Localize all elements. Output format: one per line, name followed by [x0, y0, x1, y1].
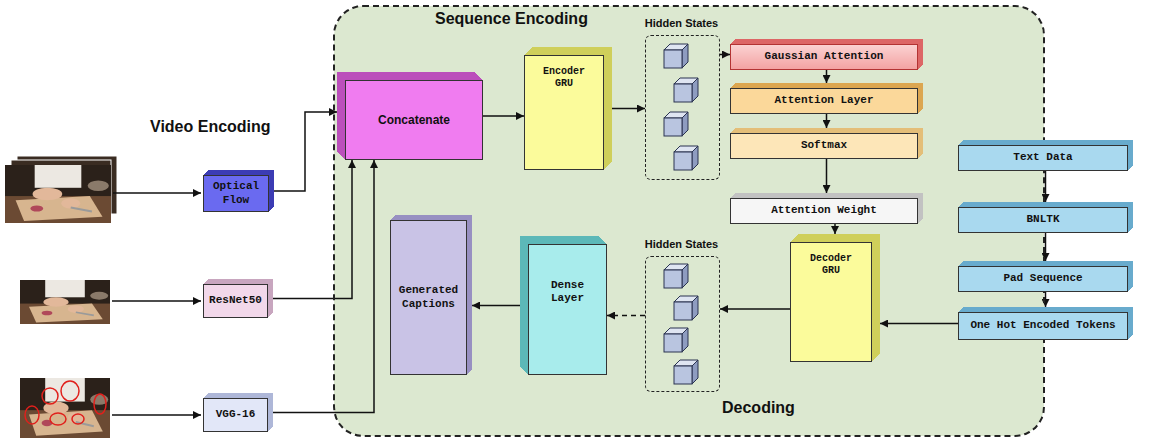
node-label: Gaussian Attention	[765, 50, 884, 63]
process-box: VGG-16	[203, 398, 268, 432]
node-label: Concatenate	[378, 113, 450, 127]
process-box: One Hot Encoded Tokens	[958, 312, 1128, 340]
hidden-state-group: Hidden States	[645, 35, 720, 180]
process-box: Attention Layer	[730, 88, 918, 114]
node-label: Decoder GRU	[800, 253, 862, 277]
arrow-connector	[880, 323, 958, 325]
process-box: Text Data	[958, 145, 1128, 171]
hidden-state-group: Hidden States	[645, 256, 720, 392]
process-box: Concatenate	[345, 80, 483, 160]
region-heading-text: Sequence Encoding	[435, 9, 588, 28]
hidden-state-cubes	[664, 264, 698, 384]
arrow-connector	[472, 305, 520, 307]
process-box: Softmax	[730, 133, 918, 159]
input-arrow	[112, 414, 201, 416]
arrow-connector	[273, 160, 374, 413]
arrow-connector	[274, 112, 337, 191]
arrow-connector	[720, 308, 790, 310]
arrow-connector	[834, 224, 836, 234]
group-heading: Hidden States	[624, 238, 739, 251]
region-heading-text: Decoding	[722, 398, 795, 417]
section-label-text: Video Encoding	[150, 117, 271, 136]
hidden-state-cubes	[664, 44, 698, 170]
process-box: Gaussian Attention	[730, 44, 918, 70]
section-region: Sequence EncodingDecoding Concatenate Enco…	[333, 5, 1045, 437]
process-box: ResNet50	[203, 284, 268, 318]
process-box: Dense Layer	[528, 244, 607, 375]
output-box: Generated Captions	[390, 220, 467, 375]
node-label: Dense Layer	[532, 279, 603, 305]
region-heading: Decoding	[722, 398, 795, 417]
node-label: Text Data	[1013, 151, 1072, 164]
arrow-connector	[826, 70, 828, 83]
node-label: VGG-16	[216, 408, 256, 421]
process-box: BNLTK	[958, 207, 1128, 233]
object-frame	[20, 378, 110, 438]
node-label: ResNet50	[209, 294, 262, 307]
arrow-connector	[612, 108, 645, 110]
arrow-connector	[720, 54, 730, 56]
node-label: Softmax	[801, 139, 847, 152]
node-label: Generated Captions	[394, 284, 463, 310]
region-heading: Sequence Encoding	[435, 9, 588, 28]
node-label: Attention Weight	[771, 204, 877, 217]
node-label: BNLTK	[1026, 213, 1059, 226]
gru-block: Encoder GRU	[524, 55, 604, 170]
node-label: Pad Sequence	[1003, 272, 1082, 285]
arrow-connector	[273, 160, 352, 299]
arrow-connector	[483, 115, 524, 117]
node-label: Attention Layer	[774, 94, 873, 107]
process-box: Attention Weight	[730, 198, 918, 224]
video-frame-stack	[5, 156, 117, 223]
arrow-connector	[607, 315, 645, 317]
input-arrow	[112, 300, 201, 302]
node-label: Encoder GRU	[534, 66, 594, 90]
arrow-connector	[826, 159, 828, 193]
node-label: Optical Flow	[207, 180, 265, 206]
input-arrow	[113, 192, 201, 194]
process-box: Pad Sequence	[958, 266, 1128, 292]
region-fill	[334, 6, 1044, 436]
arrow-connector	[826, 114, 828, 128]
section-label: Video Encoding	[150, 117, 271, 136]
gru-block: Decoder GRU	[790, 242, 872, 362]
node-label: One Hot Encoded Tokens	[970, 319, 1115, 332]
group-heading: Hidden States	[624, 17, 739, 30]
process-box: Optical Flow	[203, 175, 269, 212]
video-frame	[20, 280, 110, 324]
